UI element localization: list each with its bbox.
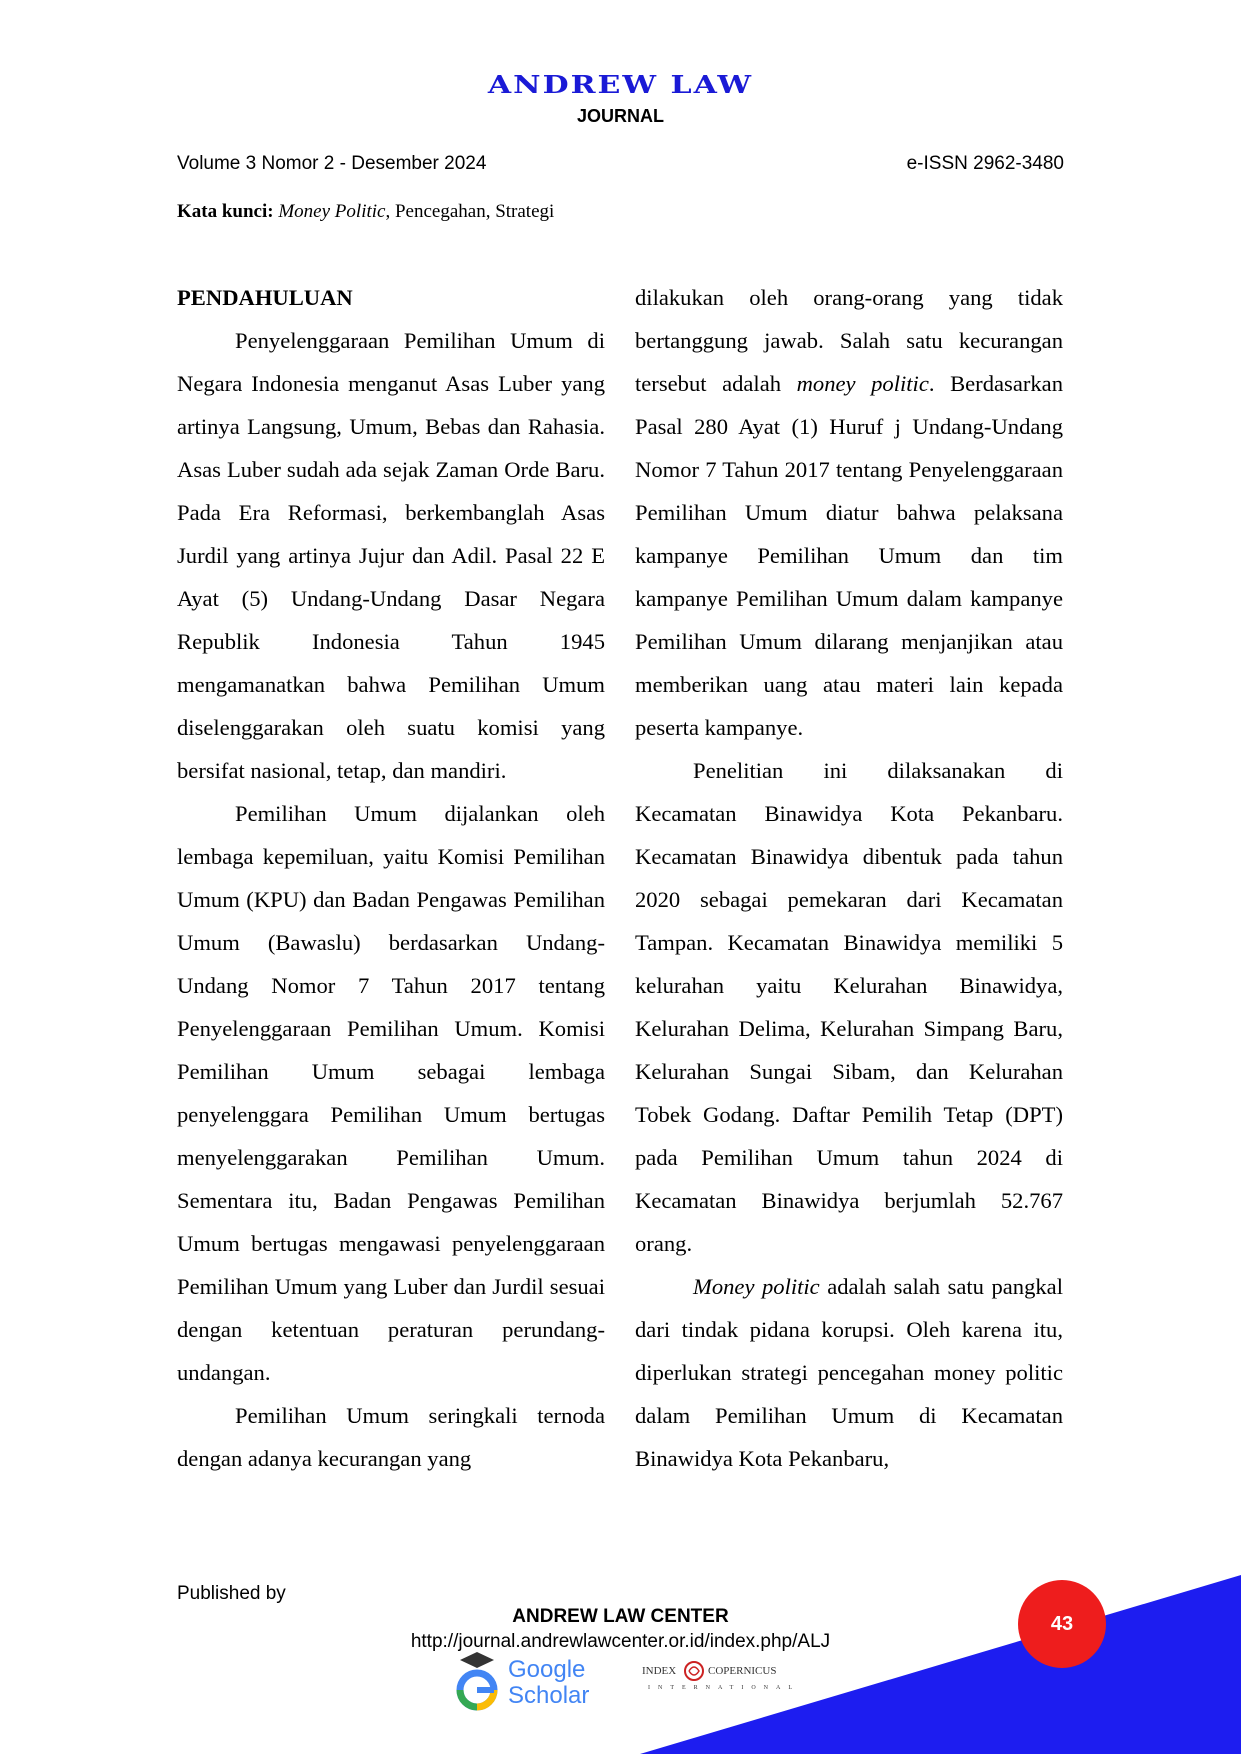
text-italic: Money politic bbox=[693, 1274, 820, 1299]
copernicus-international-text: INTERNATIONAL bbox=[648, 1685, 800, 1691]
right-column: dilakukan oleh orang-orang yang tidak be… bbox=[635, 276, 1063, 1480]
left-column: PENDAHULUAN Penyelenggaraan Pemilihan Um… bbox=[177, 276, 605, 1480]
keywords-label: Kata kunci: bbox=[177, 201, 274, 222]
copernicus-text: COPERNICUS bbox=[708, 1665, 777, 1677]
page-number-badge: 43 bbox=[1018, 1580, 1106, 1668]
scholar-cap-icon bbox=[456, 1652, 498, 1711]
text-run: adalah salah satu pangkal dari tindak pi… bbox=[635, 1274, 1063, 1471]
section-heading: PENDAHULUAN bbox=[177, 285, 353, 310]
index-copernicus-logo: INDEX COPERNICUS INTERNATIONAL bbox=[642, 1661, 792, 1705]
publisher-name: ANDREW LAW CENTER bbox=[512, 1606, 729, 1627]
paragraph: Penyelenggaraan Pemilihan Umum di Negara… bbox=[177, 328, 605, 783]
journal-title: ANDREW LAW bbox=[487, 71, 754, 100]
journal-url[interactable]: http://journal.andrewlawcenter.or.id/ind… bbox=[410, 1631, 831, 1652]
text-run: . Berdasarkan Pasal 280 Ayat (1) Huruf j… bbox=[635, 371, 1063, 740]
journal-subtitle: JOURNAL bbox=[576, 106, 664, 126]
keywords-italic-term: Money Politic bbox=[278, 201, 386, 222]
paragraph: Pemilihan Umum dijalankan oleh lembaga k… bbox=[177, 801, 605, 1385]
text-run: dilakukan oleh orang-orang yang tidak be… bbox=[635, 285, 1063, 396]
scholar-scholar-text: Scholar bbox=[508, 1682, 590, 1709]
keywords-rest: , Pencegahan, Strategi bbox=[385, 201, 555, 222]
paragraph: dilakukan oleh orang-orang yang tidak be… bbox=[635, 276, 1063, 749]
copernicus-emblem-icon bbox=[684, 1661, 704, 1681]
copernicus-index-text: INDEX bbox=[642, 1665, 677, 1677]
scholar-google-text: Google bbox=[508, 1656, 586, 1683]
paragraph: Penelitian ini dilaksanakan di Kecamatan… bbox=[635, 758, 1063, 1256]
paragraph: Pemilihan Umum seringkali ternoda dengan… bbox=[177, 1403, 605, 1471]
issn-info: e-ISSN 2962-3480 bbox=[906, 153, 1064, 174]
paragraph: Money politic adalah salah satu pangkal … bbox=[635, 1265, 1063, 1480]
keywords: Kata kunci: Money Politic, Pencegahan, S… bbox=[177, 201, 554, 223]
volume-info: Volume 3 Nomor 2 - Desember 2024 bbox=[177, 153, 487, 174]
google-scholar-logo: Google Scholar bbox=[452, 1650, 610, 1712]
text-italic: money politic bbox=[796, 371, 929, 396]
published-by: Published by bbox=[177, 1583, 286, 1604]
